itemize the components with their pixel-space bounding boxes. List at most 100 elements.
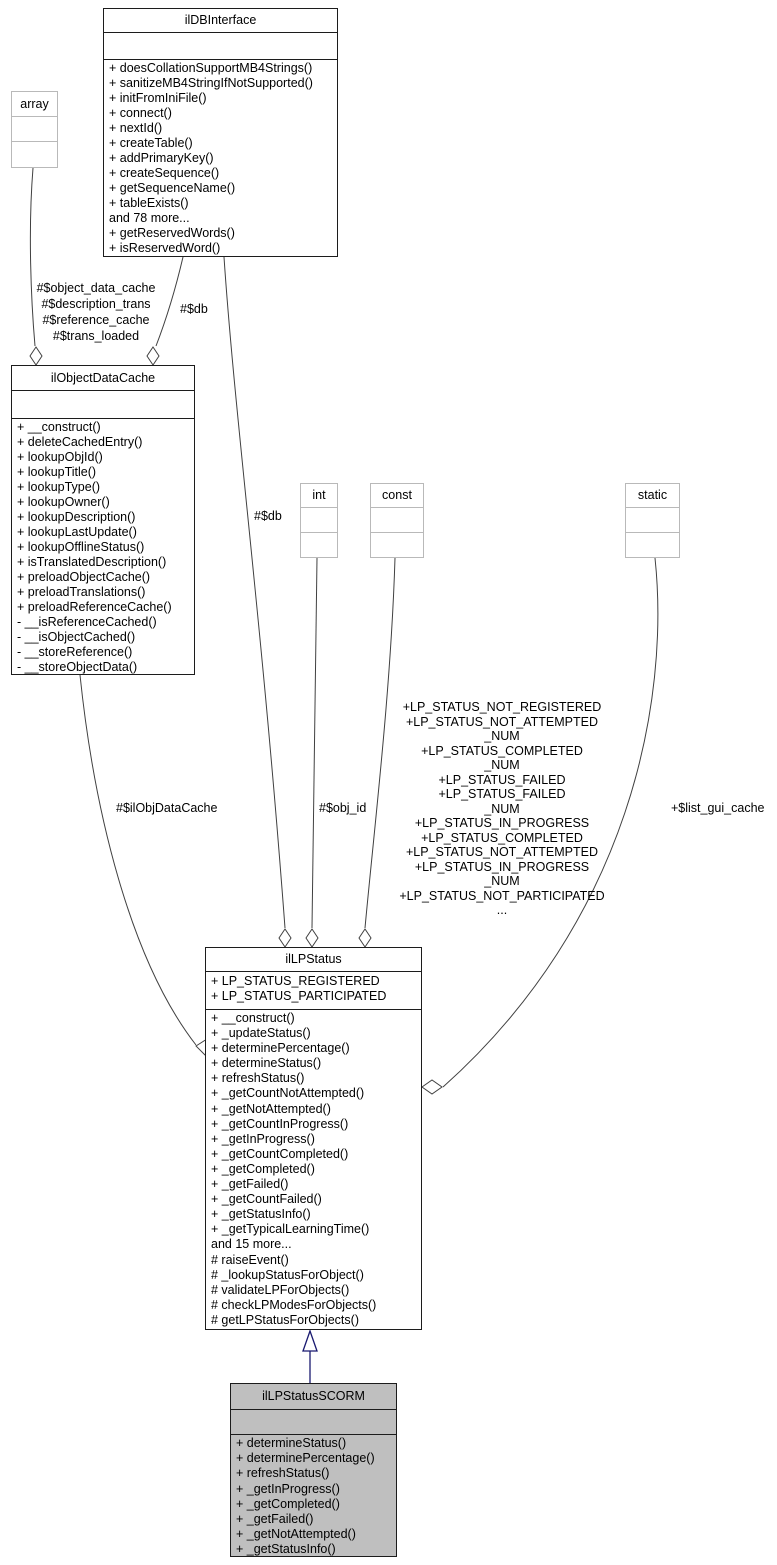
method-line: + _getFailed(): [236, 1512, 314, 1527]
method-line: + determinePercentage(): [211, 1041, 350, 1056]
method-line: # _lookupStatusForObject(): [211, 1267, 364, 1282]
method-line: + lookupOwner(): [17, 495, 110, 509]
empty-attributes-compartment: [12, 391, 194, 419]
edge-label-line: _NUM: [484, 729, 520, 743]
method-line: + isTranslatedDescription(): [17, 555, 167, 569]
inheritance-arrow-icon: [302, 1329, 318, 1352]
class-attributes: + LP_STATUS_REGISTERED+ LP_STATUS_PARTIC…: [206, 972, 421, 1010]
empty-compartment: [626, 533, 679, 557]
edge-label-line: #$trans_loaded: [52, 329, 140, 343]
method-line: + createTable(): [109, 136, 193, 150]
method-line: + __construct(): [17, 420, 101, 434]
method-line: + createSequence(): [109, 166, 220, 180]
edge-label-obj-id: #$obj_id: [319, 801, 367, 815]
aggregation-diamond-icon: [358, 928, 372, 948]
edge-int-to-lpstatus: [311, 557, 318, 929]
edge-label-line: +LP_STATUS_COMPLETED: [421, 743, 583, 758]
edge-label-line: #$reference_cache: [42, 313, 150, 327]
method-line: + deleteCachedEntry(): [17, 435, 143, 449]
method-line: + _getCountInProgress(): [211, 1116, 349, 1131]
method-line: + _getInProgress(): [211, 1131, 315, 1146]
class-title: const: [371, 484, 423, 508]
class-title: static: [626, 484, 679, 508]
method-line: + _getNotAttempted(): [236, 1527, 356, 1542]
class-box-array: array: [11, 91, 58, 168]
class-title: ilObjectDataCache: [12, 366, 194, 391]
method-line: # checkLPModesForObjects(): [211, 1297, 377, 1312]
class-box-const: const: [370, 483, 424, 558]
method-line: + preloadTranslations(): [17, 585, 146, 599]
method-line: # getLPStatusForObjects(): [211, 1312, 359, 1327]
method-line: + getSequenceName(): [109, 181, 236, 195]
class-box-illpstatus[interactable]: ilLPStatus + LP_STATUS_REGISTERED+ LP_ST…: [205, 947, 422, 1330]
aggregation-diamond-icon: [278, 928, 292, 948]
edge-label-line: +LP_STATUS_IN_PROGRESS: [414, 816, 590, 830]
edge-label-list-gui-cache: +$list_gui_cache: [671, 801, 765, 815]
aggregation-diamond-icon: [421, 1079, 443, 1095]
edge-label-line: +LP_STATUS_FAILED: [438, 787, 566, 801]
edge-label-line: +LP_STATUS_NOT_ATTEMPTED: [405, 845, 599, 859]
method-line: + _getCountFailed(): [211, 1192, 322, 1207]
method-line: + preloadReferenceCache(): [17, 600, 172, 614]
method-line: and 15 more...: [211, 1237, 292, 1252]
method-line: + _getCompleted(): [236, 1496, 340, 1511]
method-line: + determineStatus(): [236, 1436, 347, 1450]
edge-label-ilobjdatacache: #$ilObjDataCache: [116, 801, 218, 815]
edge-label-line: ...: [496, 903, 508, 917]
aggregation-diamond-icon: [305, 928, 319, 948]
method-line: + nextId(): [109, 121, 163, 135]
edge-label-db-to-lpstatus: #$db: [254, 509, 282, 523]
class-box-illpstatusscorm[interactable]: ilLPStatusSCORM + determineStatus()+ det…: [230, 1383, 397, 1557]
class-box-ilobjectdatacache[interactable]: ilObjectDataCache + __construct()+ delet…: [11, 365, 195, 675]
method-line: + _getStatusInfo(): [211, 1207, 311, 1222]
edge-label-line: +LP_STATUS_NOT_ATTEMPTED: [405, 714, 599, 729]
empty-compartment: [371, 533, 423, 557]
method-line: + _getFailed(): [211, 1177, 289, 1192]
empty-compartment: [301, 508, 337, 533]
attribute-line: + LP_STATUS_REGISTERED: [211, 974, 380, 988]
method-line: + lookupDescription(): [17, 510, 136, 524]
method-line: + refreshStatus(): [236, 1466, 330, 1481]
method-line: + _getStatusInfo(): [236, 1542, 336, 1557]
edge-label-const-members: +LP_STATUS_NOT_REGISTERED+LP_STATUS_NOT_…: [377, 700, 627, 918]
edge-label-line: _NUM: [484, 758, 520, 772]
method-line: + doesCollationSupportMB4Strings(): [109, 61, 313, 75]
edge-dbinterface-to-lpstatus: [223, 256, 286, 929]
edge-label-line: _NUM: [484, 874, 520, 888]
method-line: # raiseEvent(): [211, 1252, 289, 1267]
method-line: + getReservedWords(): [109, 226, 235, 240]
method-line: + _getTypicalLearningTime(): [211, 1222, 370, 1237]
method-line: + lookupType(): [17, 480, 101, 494]
method-line: + isReservedWord(): [109, 241, 221, 255]
aggregation-diamond-icon: [29, 346, 43, 366]
empty-attributes-compartment: [231, 1410, 396, 1435]
edge-label-line: #$description_trans: [41, 297, 151, 311]
class-box-ildbinterface[interactable]: ilDBInterface + doesCollationSupportMB4S…: [103, 8, 338, 257]
attribute-line: + LP_STATUS_PARTICIPATED: [211, 989, 387, 1003]
edge-label-line: +LP_STATUS_NOT_REGISTERED: [402, 700, 602, 714]
method-line: + _getCompleted(): [211, 1161, 315, 1176]
method-line: + lookupLastUpdate(): [17, 525, 137, 539]
method-line: + determinePercentage(): [236, 1451, 375, 1466]
method-line: + _getCountCompleted(): [211, 1146, 349, 1161]
edge-label-line: +LP_STATUS_FAILED: [438, 772, 566, 787]
empty-compartment: [12, 117, 57, 142]
method-line: and 78 more...: [109, 211, 190, 225]
edge-label-line: +LP_STATUS_NOT_PARTICIPATED: [399, 888, 605, 903]
method-line: + _getNotAttempted(): [211, 1101, 331, 1116]
empty-attributes-compartment: [104, 33, 337, 60]
edge-const-to-lpstatus: [364, 557, 396, 929]
empty-compartment: [12, 142, 57, 166]
method-line: + lookupOfflineStatus(): [17, 540, 145, 554]
method-line: - __isReferenceCached(): [17, 615, 157, 629]
edge-label-line: +LP_STATUS_COMPLETED: [421, 830, 583, 845]
method-line: + lookupObjId(): [17, 450, 103, 464]
class-box-static: static: [625, 483, 680, 558]
empty-compartment: [626, 508, 679, 533]
method-line: + __construct(): [211, 1011, 295, 1025]
method-line: + _updateStatus(): [211, 1026, 311, 1041]
method-line: + refreshStatus(): [211, 1071, 305, 1086]
method-line: - __isObjectCached(): [17, 630, 136, 644]
